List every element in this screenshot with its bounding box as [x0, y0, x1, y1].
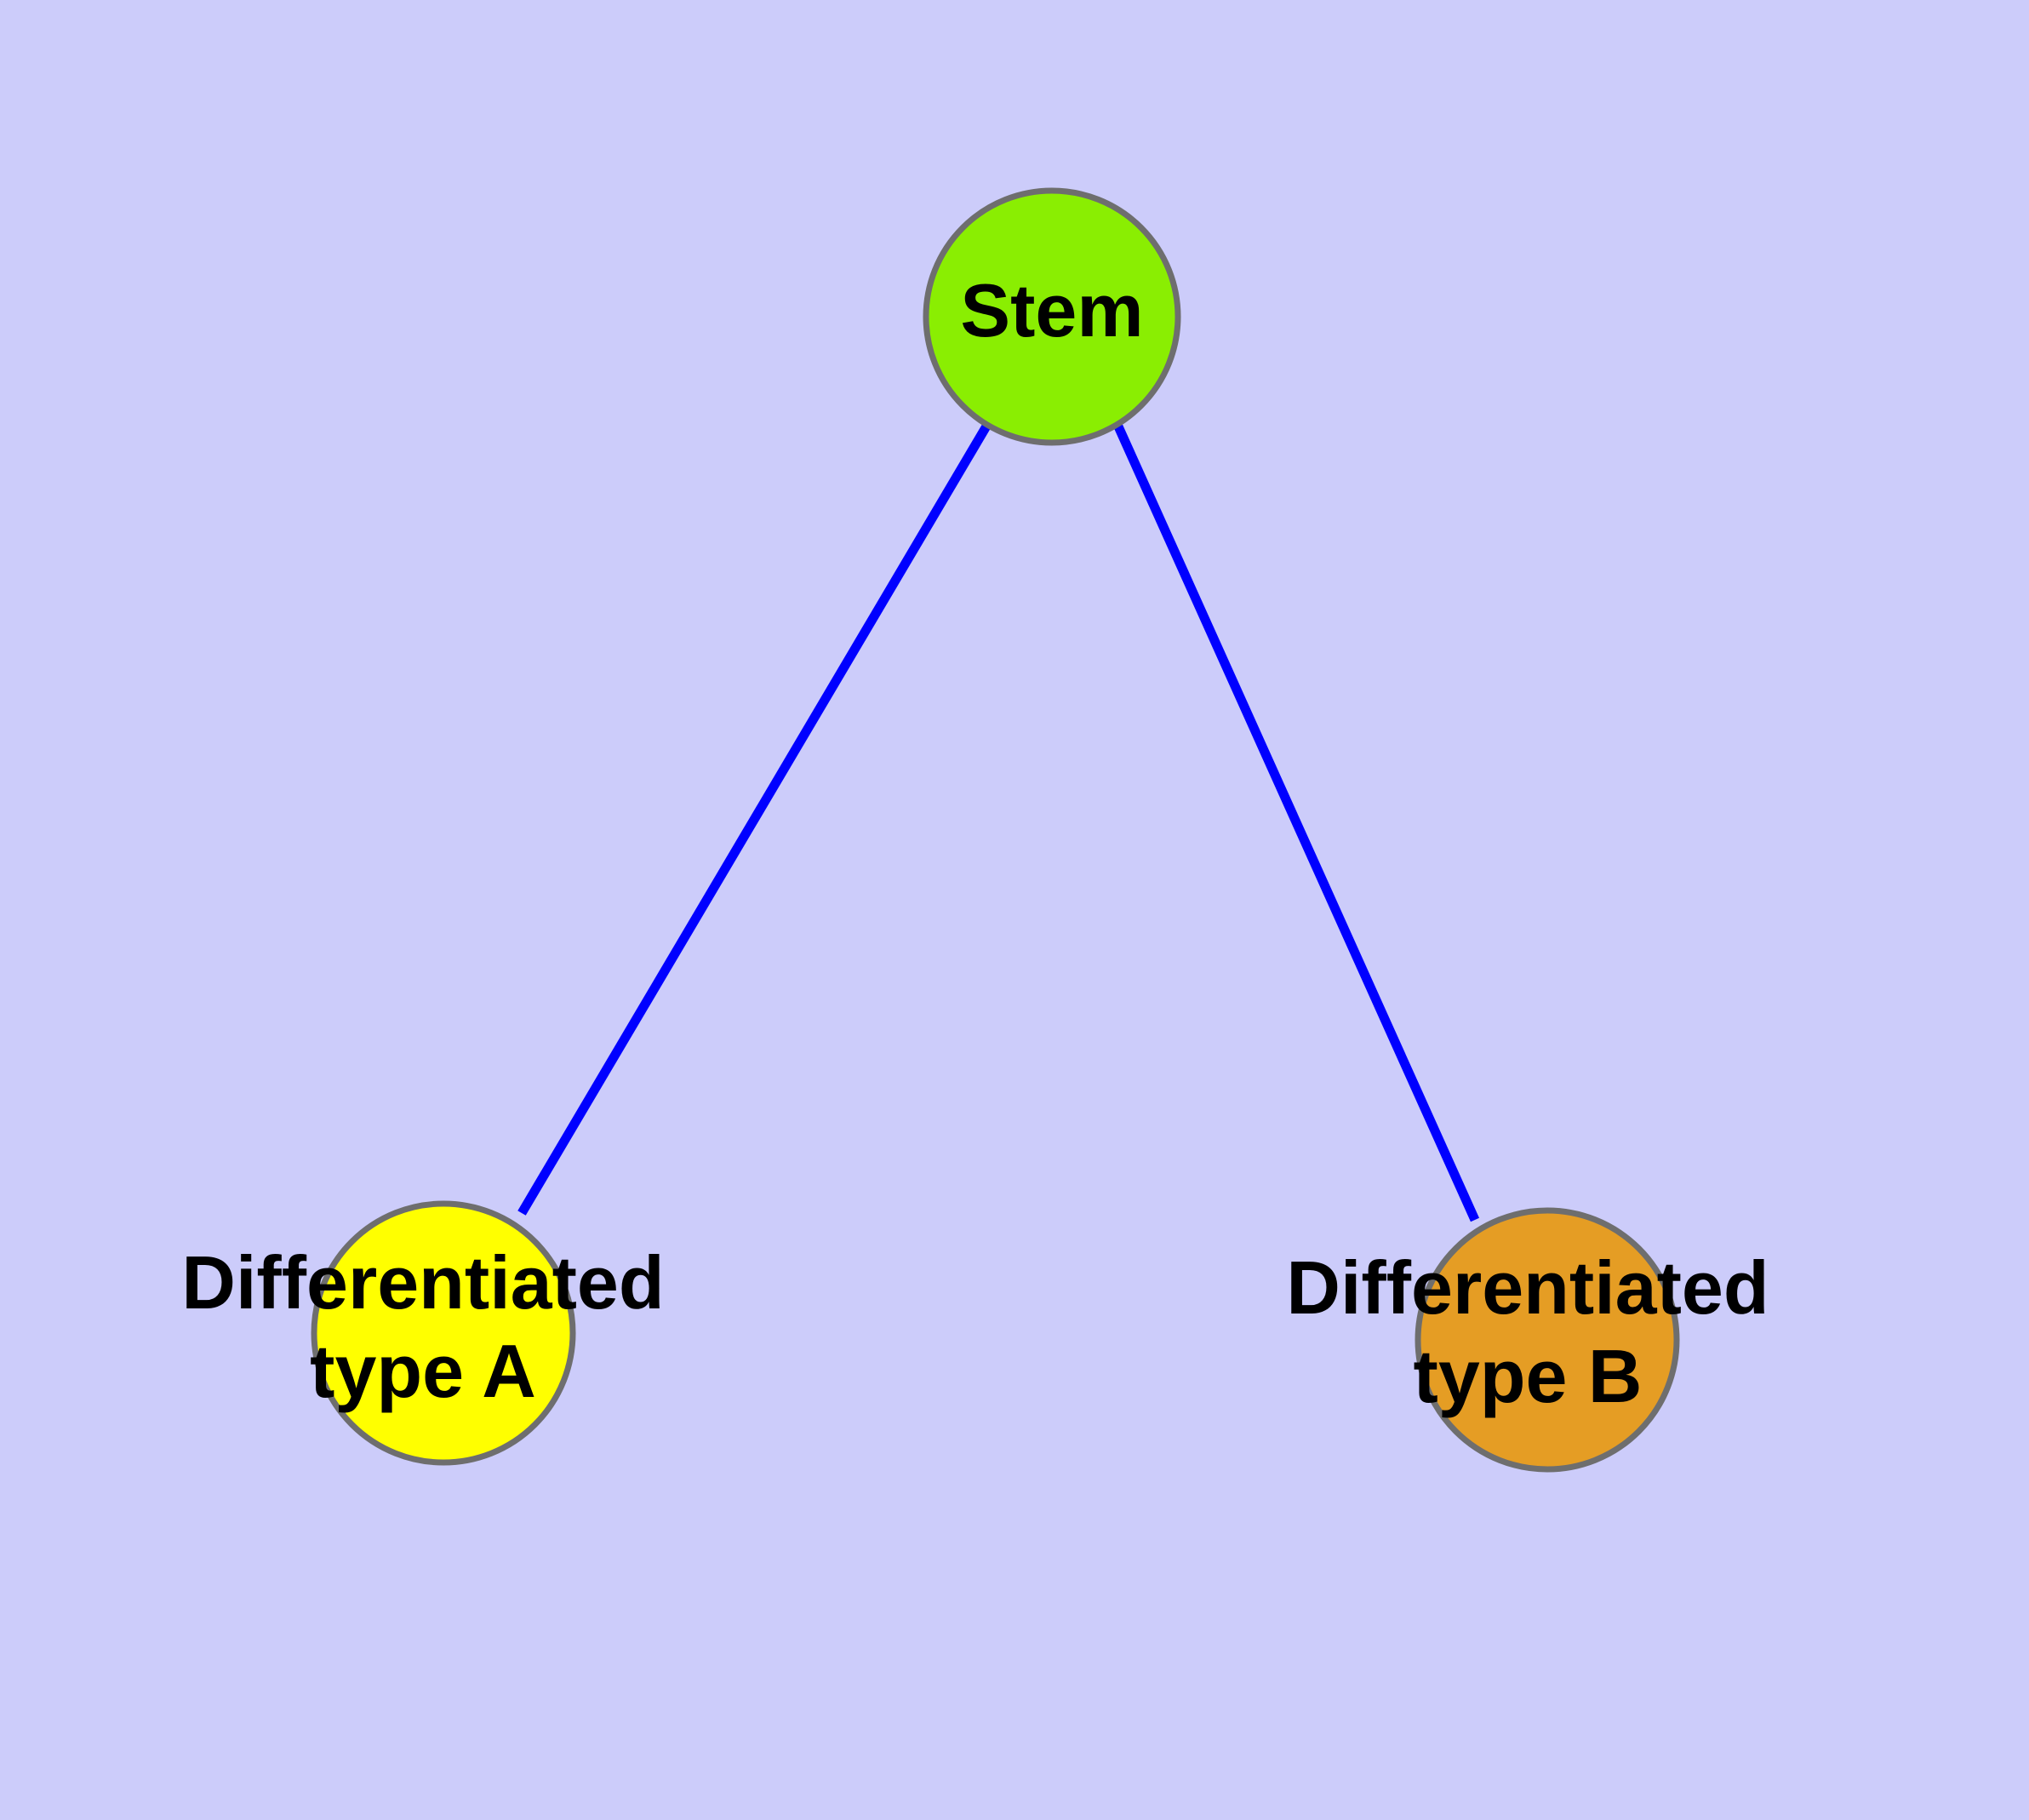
node-differentiated-type-a-circle[interactable] [311, 1200, 576, 1466]
node-stem[interactable]: Stem [923, 187, 1181, 446]
node-differentiated-type-b-circle[interactable] [1415, 1207, 1680, 1473]
node-label-line: Stem [960, 268, 1143, 352]
node-label-line: Differentiated [1286, 1245, 1769, 1330]
node-stem-label: Stem [960, 268, 1143, 352]
node-label-line: Differentiated [181, 1240, 664, 1325]
node-label-line: type A [310, 1329, 536, 1413]
node-label-line: type B [1414, 1334, 1643, 1418]
edge-stem-to-differentiated-type-a[interactable] [517, 422, 992, 1216]
node-stem-circle[interactable] [923, 187, 1181, 446]
edge-stem-to-differentiated-type-b[interactable] [1113, 424, 1480, 1222]
edges-layer [517, 422, 1480, 1222]
